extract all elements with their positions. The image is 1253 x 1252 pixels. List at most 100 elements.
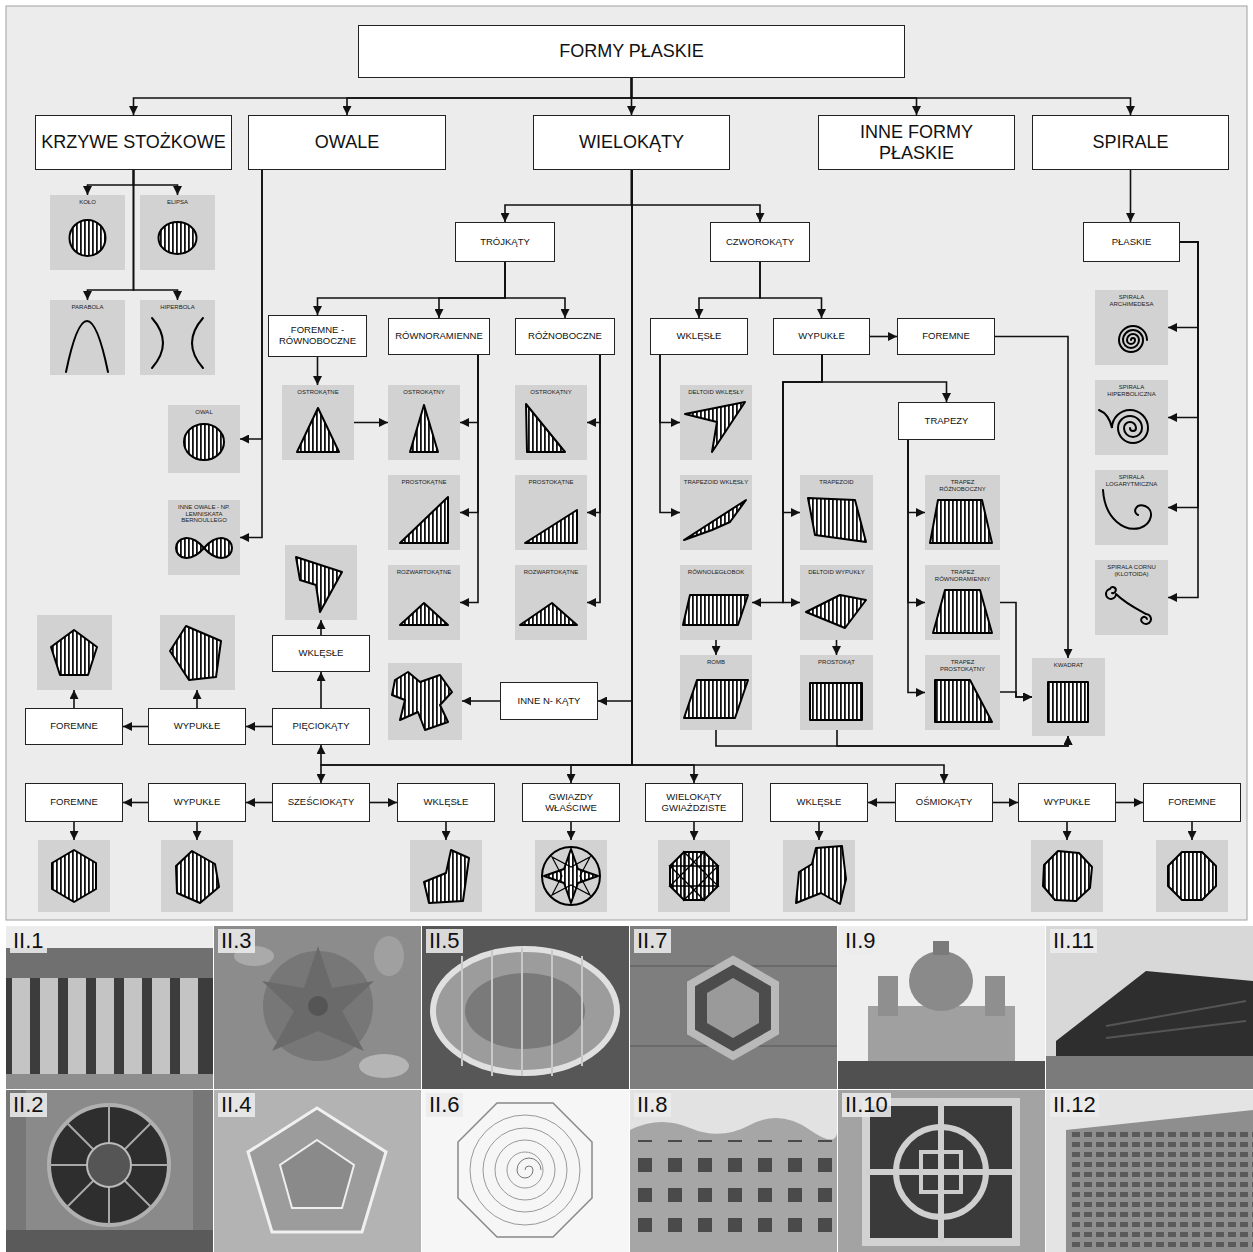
shape-tile [140, 300, 215, 375]
shape-tile [168, 405, 240, 473]
tile-label: PROSTOKĄTNE [518, 479, 584, 486]
category-box: FOREMNE [1143, 783, 1241, 822]
hatched-figure [410, 405, 438, 452]
hatched-figure [930, 500, 992, 543]
office-building-photo [1066, 1110, 1253, 1252]
box-label: PŁASKIE [1088, 237, 1175, 248]
tile-label: DELTOID WYPUKŁY [803, 569, 870, 576]
oval-building-photo [465, 973, 585, 1049]
basilica-photo [838, 1061, 1045, 1089]
connector-arrow [1000, 603, 1032, 698]
connector-arrow [716, 730, 1068, 746]
box-label: INNE FORMY PŁASKIE [823, 122, 1010, 163]
shape-tile: TRAPEZ PROSTOKĄTNY [925, 655, 1000, 730]
hatched-figure [683, 595, 748, 625]
arrow-line [693, 822, 695, 840]
tile-label: HIPERBOLA [143, 304, 212, 311]
tile-label: ROZWARTOKĄTNE [391, 569, 457, 576]
curve-figure [542, 847, 600, 905]
tile-label: SPIRALA ARCHIMEDESA [1098, 294, 1165, 307]
shape-tile [800, 655, 873, 730]
tile-label: SPIRALA CORNU (KLOTOIDA) [1098, 564, 1165, 577]
arrow-line [445, 822, 447, 840]
box-label: WIELOKĄTY [538, 132, 725, 153]
spiral-plan-photo [422, 1090, 629, 1252]
shape-tile [535, 840, 607, 912]
connector-arrow [995, 337, 1068, 659]
box-label: GWIAZDY WŁAŚCIWE [527, 792, 615, 814]
connector-arrow [587, 355, 600, 513]
connector-arrow [246, 726, 272, 728]
wavy-building-photo [630, 1118, 837, 1252]
category-box: RÓŻNOBOCZNE [515, 318, 615, 355]
box-label: FORMY PŁASKIE [363, 41, 900, 62]
shape-tile [515, 385, 587, 460]
oval-building-photo [422, 926, 629, 1089]
shape-tile: PARABOLA [50, 300, 125, 375]
tile-label: OWAL [171, 409, 237, 416]
shape-tile [388, 385, 460, 460]
connector-arrow [1168, 242, 1198, 598]
hatched-figure [1048, 682, 1088, 722]
shape-tile [658, 840, 730, 912]
connector-arrow [505, 262, 565, 318]
hatched-figure [796, 846, 846, 904]
spiral-plan-photo [507, 1152, 543, 1188]
temple-photo [6, 926, 213, 1089]
wavy-building-photo [630, 1140, 837, 1235]
figure-number: II.9 [842, 929, 879, 953]
box-label: WKLĘSŁE [402, 797, 490, 808]
shape-tile [388, 475, 460, 550]
box-label: WKLĘSŁE [655, 331, 743, 342]
hatched-figure [544, 849, 598, 903]
shape-tile [38, 840, 110, 912]
connector-arrow [321, 170, 632, 765]
category-box: FOREMNE [897, 318, 995, 355]
hatched-figure [297, 408, 339, 452]
category-box: RÓWNORAMIENNE [388, 318, 490, 355]
temple-photo [6, 1074, 213, 1089]
tile-label: PROSTOKĄT [803, 659, 870, 666]
connector-arrow [134, 170, 178, 195]
box-label: WIELOKĄTY GWIAŹDZISTE [650, 792, 738, 814]
hatched-figure [52, 850, 96, 902]
connector-arrow [1168, 242, 1198, 508]
shape-tile: TRAPEZ RÓŻNOBOCZNY [925, 475, 1000, 550]
connector-arrow [598, 170, 632, 701]
hexagon-window-photo [630, 926, 837, 1089]
tile-label: ROMB [683, 659, 749, 666]
shape-tile [1032, 658, 1105, 736]
diagram-panel [6, 6, 1247, 920]
connector-arrow [822, 355, 947, 402]
fortress-plan-photo [214, 1090, 421, 1252]
connector-arrow [1116, 802, 1143, 804]
connector-arrow [123, 802, 148, 804]
temple-photo [124, 978, 142, 1074]
box-label: KRZYWE STOŻKOWE [40, 132, 227, 153]
connector-arrow [460, 355, 478, 603]
rose-window-photo [49, 1105, 169, 1225]
shape-tile: ROZWARTOKĄTNE [515, 565, 587, 640]
curve-figure [192, 318, 203, 368]
connector-arrow [632, 170, 694, 783]
shape-tile [161, 840, 233, 912]
arrow-line [818, 822, 820, 840]
square-window-photo [866, 1102, 1016, 1242]
temple-photo [152, 978, 170, 1074]
hatched-figure [400, 603, 448, 625]
figure-number: II.8 [634, 1093, 671, 1117]
box-label: INNE N- KĄTY [505, 696, 593, 707]
shape-tile: INNE OWALE - NP. LEMNISKATA BERNOULLEGO [168, 500, 240, 575]
connector-arrow [587, 355, 600, 603]
box-label: RÓWNORAMIENNE [393, 331, 485, 342]
connector-arrow [88, 170, 134, 195]
wavy-building-photo [630, 1090, 837, 1252]
basilica-photo [838, 926, 1045, 1089]
connector-arrow [320, 672, 322, 708]
connector-arrow [246, 802, 272, 804]
hatched-figure [51, 630, 97, 675]
category-box: WIELOKĄTY GWIAŹDZISTE [645, 783, 743, 822]
connector-arrow [1168, 242, 1198, 418]
connector-arrow [632, 78, 1131, 115]
